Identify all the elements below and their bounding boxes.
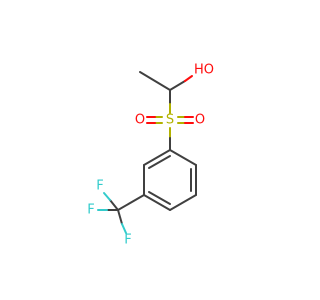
bond-methyl-chiral [139, 71, 171, 91]
ring-inner-bond-2 [148, 191, 171, 205]
fluorine-left-label: F [87, 203, 94, 218]
molecule-structure: HO S O O F F F [87, 63, 214, 248]
hydroxyl-label: HO [194, 63, 214, 78]
oxygen-right-label: O [195, 113, 205, 128]
sulfur-label: S [166, 113, 174, 128]
oxygen-left-label: O [135, 113, 145, 128]
bond-cf3-f-top-c [109, 199, 119, 211]
fluorine-top-label: F [96, 179, 103, 194]
bonds [97, 71, 197, 234]
bond-cf3-f-bottom-f [121, 223, 127, 234]
fluorine-bottom-label: F [124, 233, 131, 248]
bond-cf3-f-bottom-c [117, 209, 123, 225]
bond-ring-cf3 [117, 194, 145, 211]
ring-bond-4 [143, 194, 171, 211]
atom-labels: HO S O O F F F [87, 63, 214, 248]
bond-chiral-hydroxyl-c [169, 80, 186, 91]
bond-chiral-hydroxyl-o [184, 75, 193, 82]
ring-bond-3 [169, 194, 197, 211]
ring-inner-bond-3 [148, 155, 171, 169]
ring-bond-1 [169, 149, 197, 166]
bond-cf3-f-top-f [103, 192, 111, 201]
ring-bond-6 [143, 149, 171, 166]
